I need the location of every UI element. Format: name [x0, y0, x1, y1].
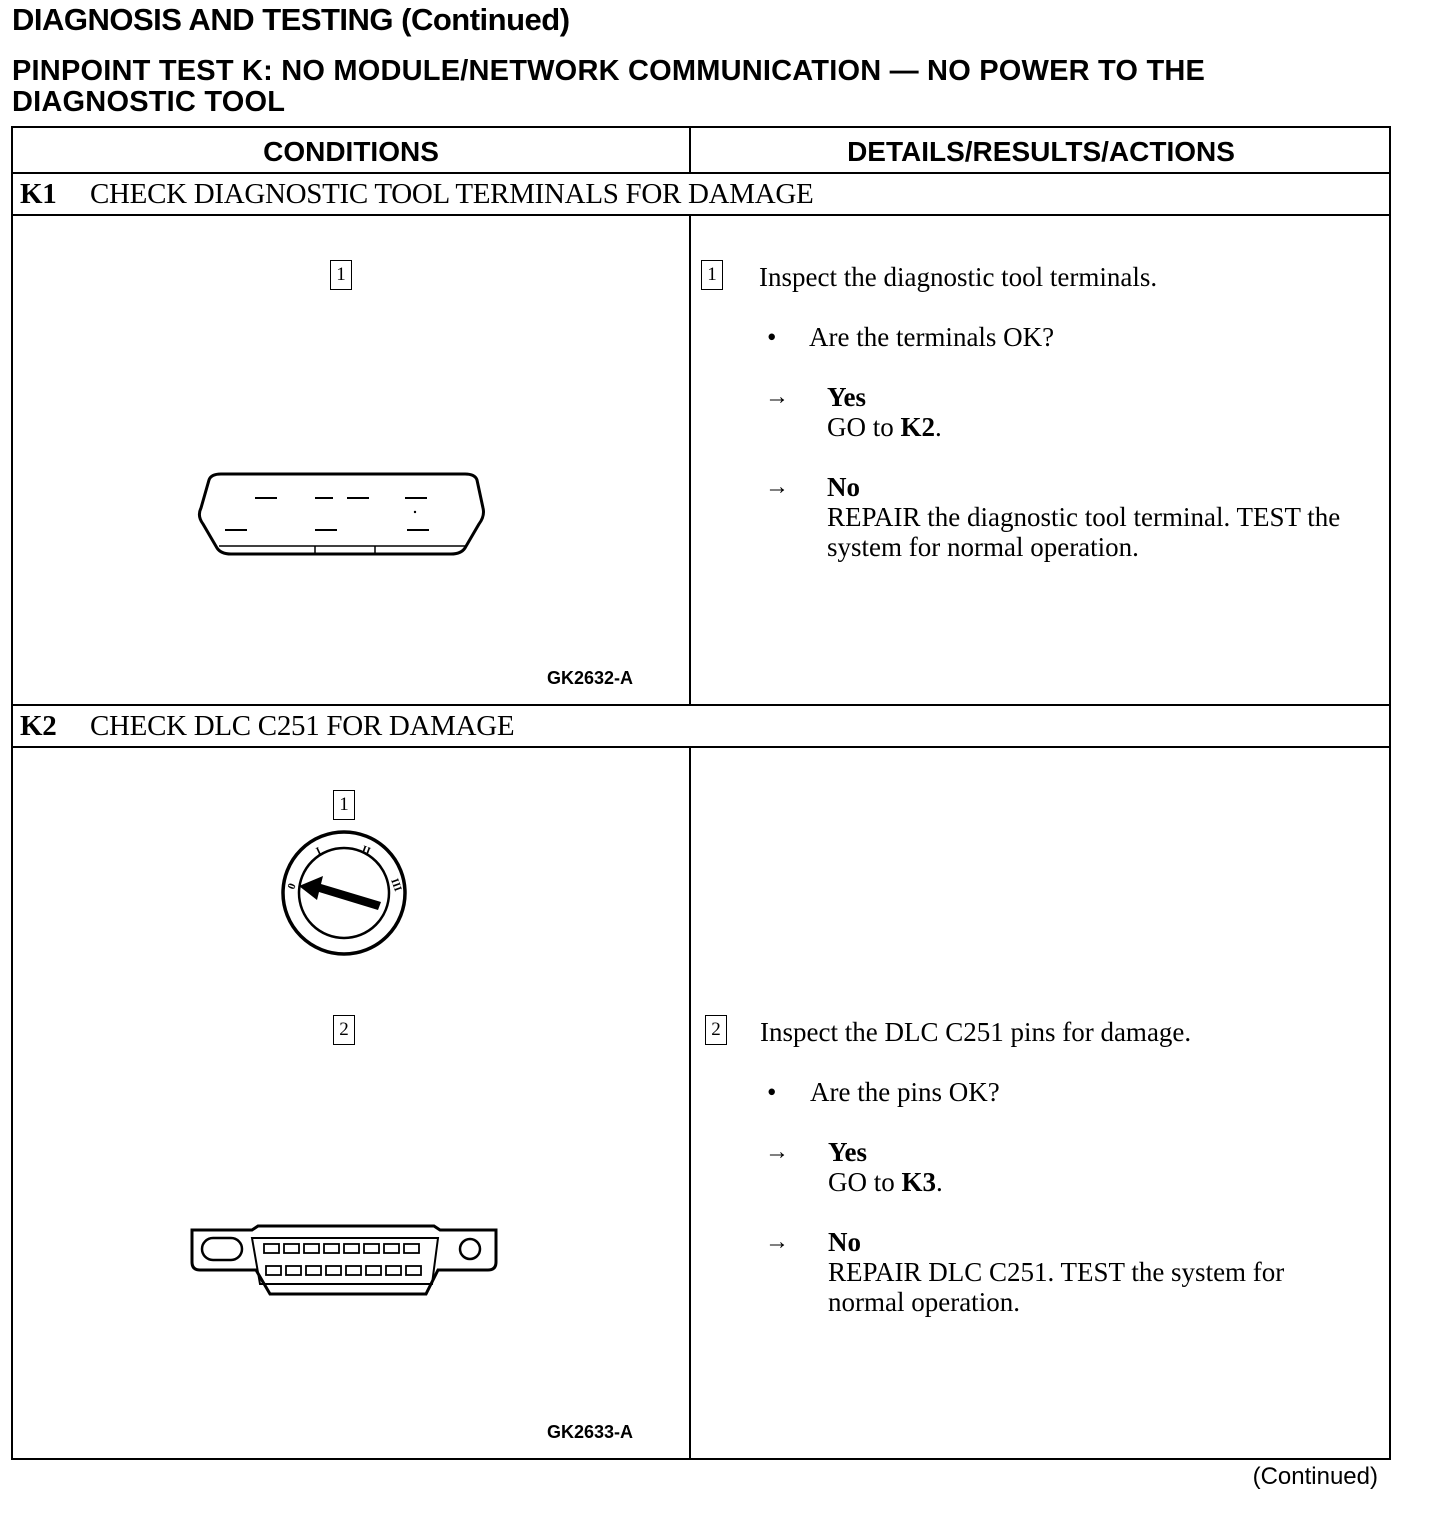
svg-text:III: III [388, 877, 404, 893]
question-text: Are the pins OK? [810, 1077, 1000, 1107]
continued-footer: (Continued) [1252, 1463, 1378, 1490]
rule [13, 746, 1389, 748]
no-label: No [827, 472, 860, 502]
figure-code: GK2632-A [547, 668, 634, 688]
dlc-connector-icon [190, 1224, 498, 1296]
figure-step-number: 1 [330, 260, 352, 290]
no-text: REPAIR DLC C251. TEST the system for nor… [828, 1257, 1285, 1317]
yes-label: Yes [828, 1137, 867, 1167]
no-text: REPAIR the diagnostic tool terminal. TES… [827, 502, 1341, 562]
arrow-icon: → [765, 384, 789, 410]
ignition-switch-icon: 0 I II III [281, 830, 407, 956]
yes-prefix: GO to [827, 412, 894, 442]
figure-step-number: 2 [333, 1015, 355, 1045]
figure-step-number: 1 [333, 790, 355, 820]
k2-column-divider [689, 746, 691, 1458]
action-step-number: 2 [705, 1015, 727, 1045]
pinpoint-test-title: PINPOINT TEST K: NO MODULE/NETWORK COMMU… [12, 55, 1206, 118]
k1-column-divider [689, 214, 691, 706]
svg-text:0: 0 [286, 881, 299, 891]
bullet-icon: • [767, 1077, 777, 1107]
step-title: CHECK DLC C251 FOR DAMAGE [90, 710, 515, 742]
yes-label: Yes [827, 382, 866, 412]
step-heading-k2: K2 CHECK DLC C251 FOR DAMAGE [20, 710, 515, 743]
conditions-heading: CONDITIONS [263, 136, 439, 167]
rule [13, 172, 1389, 174]
details-heading: DETAILS/RESULTS/ACTIONS [847, 136, 1235, 167]
arrow-icon: → [765, 474, 789, 500]
arrow-icon: → [765, 1229, 789, 1255]
yes-prefix: GO to [828, 1167, 895, 1197]
figure-code: GK2633-A [547, 1422, 634, 1442]
action-text: Inspect the DLC C251 pins for damage. [760, 1017, 1192, 1047]
step-title: CHECK DIAGNOSTIC TOOL TERMINALS FOR DAMA… [90, 178, 814, 210]
svg-text:I: I [314, 845, 323, 858]
no-label: No [828, 1227, 861, 1257]
action-step-number: 1 [701, 260, 723, 290]
rule [13, 704, 1389, 706]
yes-target: K3 [901, 1167, 937, 1197]
step-id: K1 [20, 178, 57, 210]
header-divider [689, 128, 691, 174]
svg-text:II: II [360, 844, 372, 858]
page-heading: DIAGNOSIS AND TESTING (Continued) [12, 2, 570, 37]
yes-suffix: . [936, 1167, 943, 1197]
bullet-icon: • [767, 322, 777, 352]
step-id: K2 [20, 710, 57, 742]
arrow-icon: → [765, 1139, 789, 1165]
step-heading-k1: K1 CHECK DIAGNOSTIC TOOL TERMINALS FOR DA… [20, 178, 814, 211]
yes-suffix: . [935, 412, 942, 442]
diagnostic-tool-connector-icon [197, 472, 485, 556]
question-text: Are the terminals OK? [809, 322, 1055, 352]
yes-target: K2 [900, 412, 936, 442]
rule [13, 214, 1389, 216]
action-text: Inspect the diagnostic tool terminals. [759, 262, 1158, 292]
